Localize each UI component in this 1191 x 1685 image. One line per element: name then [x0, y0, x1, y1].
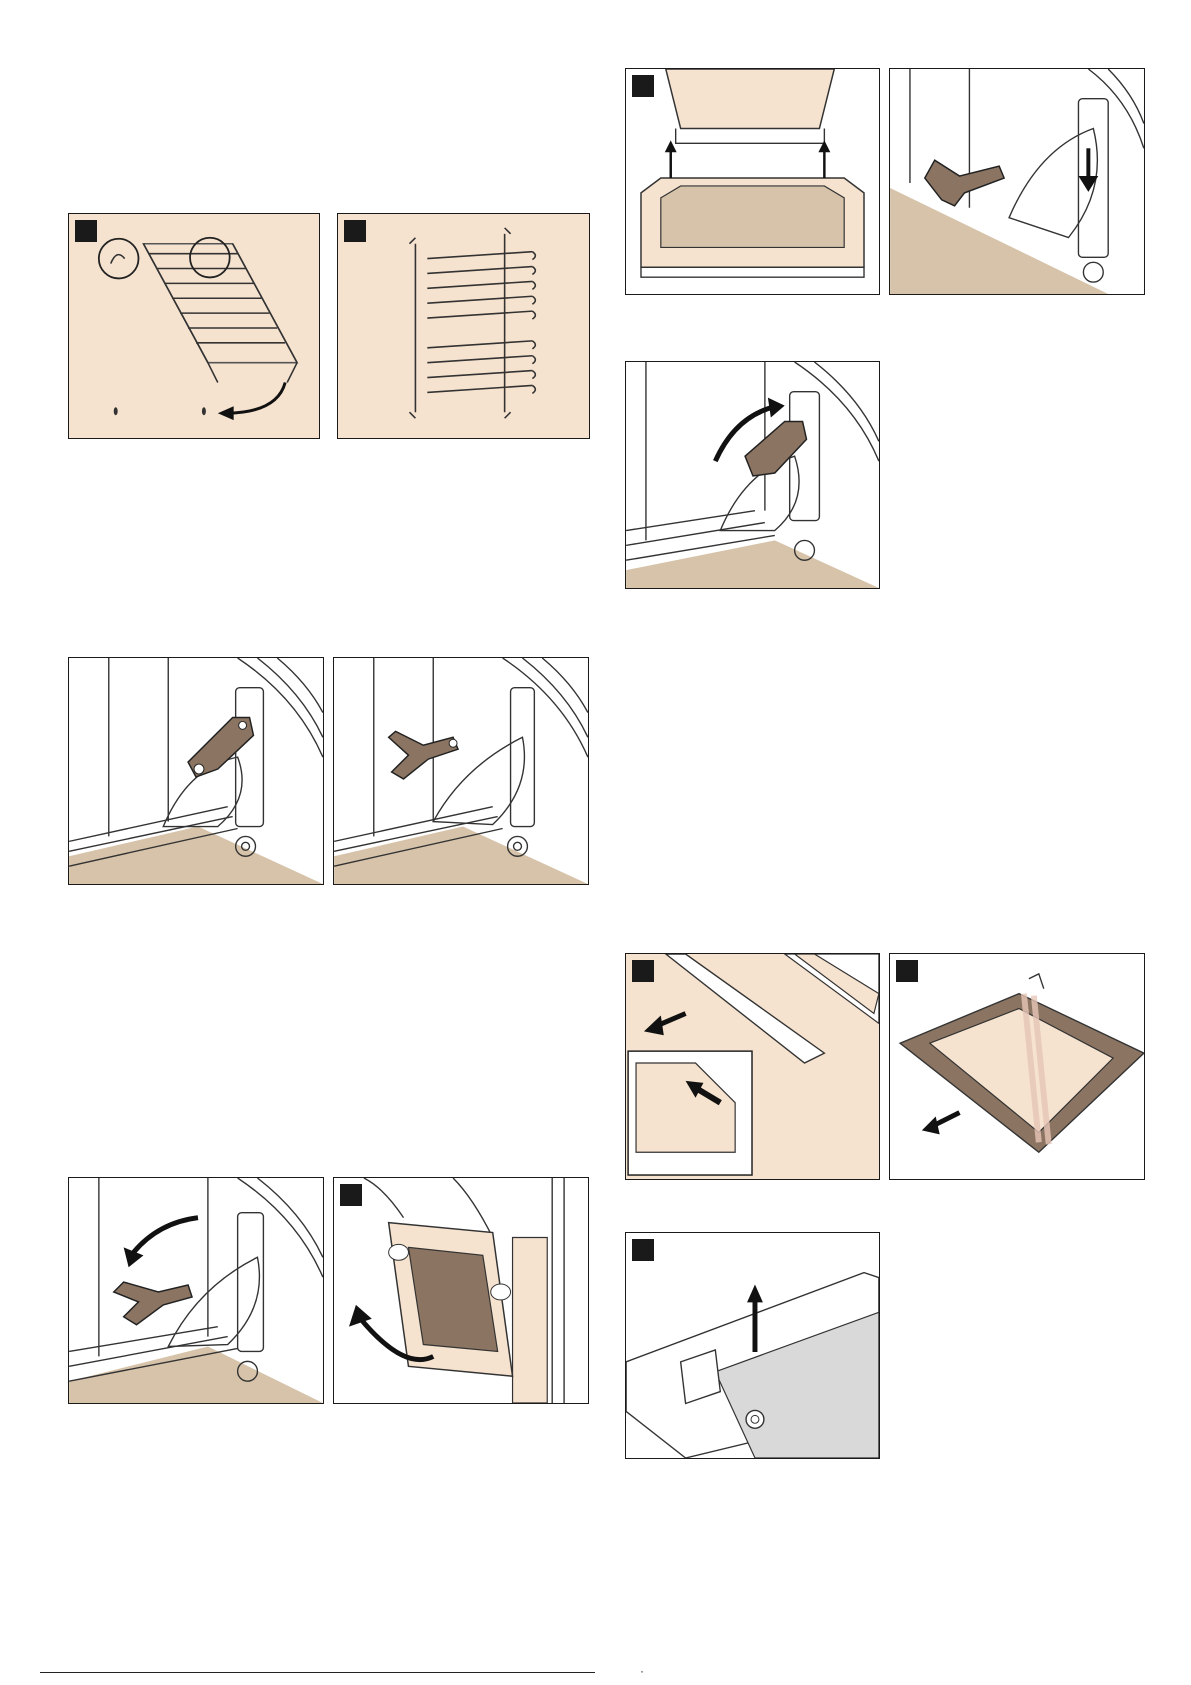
lift-arrow: [747, 1285, 763, 1303]
panel-rack-front: [337, 213, 590, 439]
panel-hinge-lever-up: [68, 657, 324, 885]
arrow-curve: [228, 382, 285, 413]
panel-hinge-lever-swing-up: [625, 361, 880, 589]
rack-front-illustration: [338, 214, 589, 438]
mount-hole-left: [114, 407, 118, 415]
hinge-lever-folded-illustration: [334, 658, 588, 884]
panel-door-clip-lift: [625, 1232, 880, 1459]
panel-hinge-lever-swing-down: [68, 1177, 324, 1404]
hook-circle-left: [99, 239, 139, 279]
door-clip-lift-illustration: [626, 1233, 879, 1458]
arrow-head: [218, 406, 234, 420]
panel-rack-hook: [68, 213, 320, 439]
footer-rule: [40, 1672, 595, 1673]
panel-hinge-lever-folded: [333, 657, 589, 885]
pull-arrow: [644, 1015, 664, 1035]
panel-door-strip-pull: [625, 953, 880, 1180]
hinge-press-down-illustration: [890, 69, 1144, 294]
footer-mark: ·: [640, 1664, 644, 1678]
door-open-lift-illustration: [626, 69, 879, 294]
hinge-lever-swing-up-illustration: [626, 362, 879, 588]
lift-arrow-right: [818, 140, 830, 152]
lift-arrow: [349, 1305, 372, 1327]
door-strip-pull-illustration: [626, 954, 879, 1179]
mount-hole-right: [202, 407, 206, 415]
panel-door-glass-slide: [889, 953, 1145, 1180]
rack-hook-illustration: [69, 214, 319, 438]
panel-door-lift-out: [333, 1177, 589, 1404]
hinge-lever-up-illustration: [69, 658, 323, 884]
slide-arrow: [922, 1117, 940, 1135]
door-glass-slide-illustration: [890, 954, 1144, 1179]
panel-hinge-press-down: [889, 68, 1145, 295]
panel-door-open-lift: [625, 68, 880, 295]
hinge-lever-swing-down-illustration: [69, 1178, 323, 1403]
lift-arrow-left: [665, 140, 677, 152]
door-lift-out-illustration: [334, 1178, 588, 1403]
